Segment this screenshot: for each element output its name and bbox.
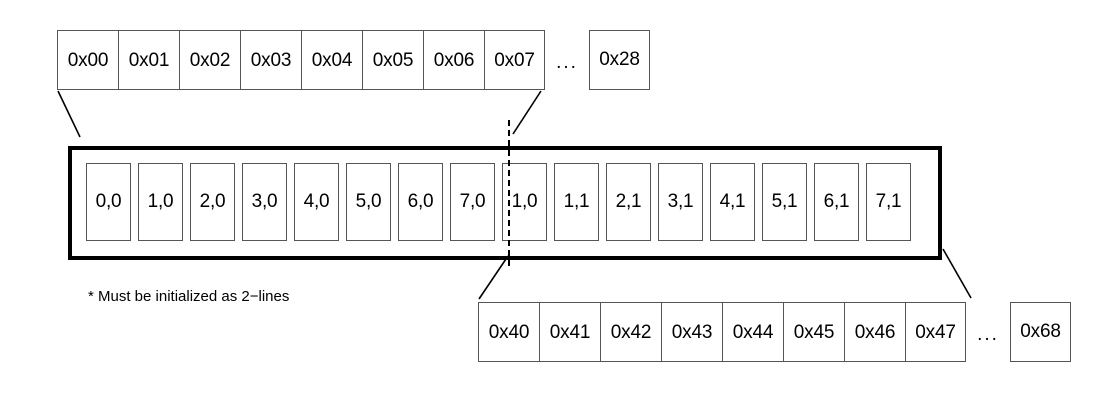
addr-cell: 0x44 — [722, 302, 783, 362]
word-cell: 4,0 — [294, 163, 339, 241]
word-cell: 5,1 — [762, 163, 807, 241]
line-split-dashed-marker — [508, 120, 510, 266]
addr-cell: 0x05 — [362, 30, 423, 90]
addr-ellipsis: ... — [556, 52, 578, 73]
addr-cell-tail: 0x68 — [1010, 302, 1071, 362]
addr-cell: 0x03 — [240, 30, 301, 90]
connector-line-bottom-left — [478, 255, 509, 300]
addr-cell: 0x43 — [661, 302, 722, 362]
addr-cell: 0x42 — [600, 302, 661, 362]
word-cell: 1,1 — [554, 163, 599, 241]
addr-cell: 0x04 — [301, 30, 362, 90]
addr-cell: 0x40 — [478, 302, 539, 362]
word-cell: 3,0 — [242, 163, 287, 241]
line-1-address-row: 0x40 0x41 0x42 0x43 0x44 0x45 0x46 0x47 … — [478, 302, 1071, 362]
word-cell: 1,0 — [138, 163, 183, 241]
line-0-address-row: 0x00 0x01 0x02 0x03 0x04 0x05 0x06 0x07 … — [57, 30, 650, 90]
word-cell: 2,1 — [606, 163, 651, 241]
word-cell: 2,0 — [190, 163, 235, 241]
addr-cell: 0x00 — [57, 30, 118, 90]
connector-line-bottom-right — [942, 248, 972, 299]
connector-line-top-left — [57, 90, 81, 138]
addr-cell: 0x45 — [783, 302, 844, 362]
addr-cell: 0x01 — [118, 30, 179, 90]
word-cell: 6,1 — [814, 163, 859, 241]
line-1-address-group: 0x40 0x41 0x42 0x43 0x44 0x45 0x46 0x47 — [478, 302, 966, 362]
addr-cell: 0x07 — [484, 30, 545, 90]
addr-cell: 0x47 — [905, 302, 966, 362]
cache-line-buffer: 0,0 1,0 2,0 3,0 4,0 5,0 6,0 7,0 1,0 1,1 … — [68, 146, 942, 260]
word-cell: 7,0 — [450, 163, 495, 241]
addr-ellipsis: ... — [977, 324, 999, 345]
word-cell: 7,1 — [866, 163, 911, 241]
addr-cell: 0x06 — [423, 30, 484, 90]
addr-cell: 0x41 — [539, 302, 600, 362]
word-cell: 6,0 — [398, 163, 443, 241]
word-cell: 0,0 — [86, 163, 131, 241]
cache-line-word-list: 0,0 1,0 2,0 3,0 4,0 5,0 6,0 7,0 1,0 1,1 … — [86, 163, 911, 241]
caption-note: * Must be initialized as 2−lines — [88, 288, 290, 305]
word-cell: 3,1 — [658, 163, 703, 241]
word-cell: 4,1 — [710, 163, 755, 241]
addr-cell-tail: 0x28 — [589, 30, 650, 90]
addr-cell: 0x46 — [844, 302, 905, 362]
connector-line-top-right — [512, 90, 542, 135]
addr-cell: 0x02 — [179, 30, 240, 90]
line-0-address-group: 0x00 0x01 0x02 0x03 0x04 0x05 0x06 0x07 — [57, 30, 545, 90]
word-cell: 5,0 — [346, 163, 391, 241]
